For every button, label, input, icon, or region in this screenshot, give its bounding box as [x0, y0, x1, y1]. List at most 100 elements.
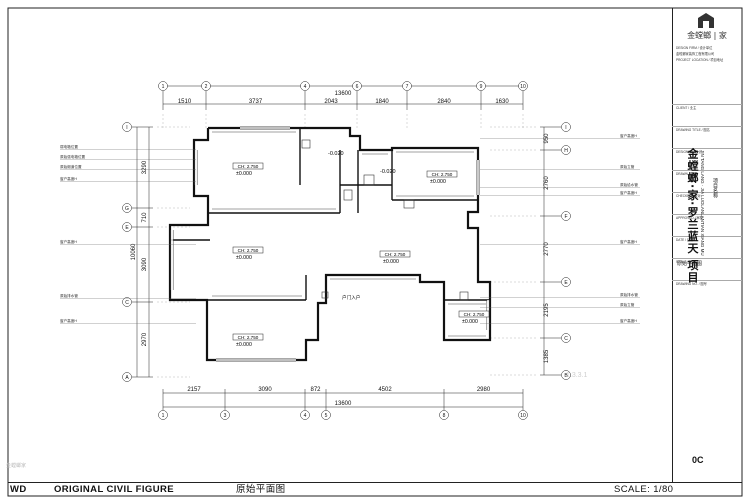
room-ceiling-height: CH: 2.750	[464, 312, 485, 317]
project-english: JIN TANG LANG · JIA LUOLANLANTIAN XIANG …	[700, 150, 705, 256]
title-block-divider	[672, 236, 742, 237]
grid-bubble-left	[122, 297, 132, 307]
grid-bubble-top	[402, 81, 412, 91]
room-ceiling-box	[232, 246, 264, 254]
grid-bubble-left	[122, 122, 132, 132]
title-block	[672, 8, 743, 482]
right-note: 窗户高度H	[620, 239, 637, 244]
left-note: 窗户高度H	[60, 176, 77, 181]
right-note: 窗户高度H	[620, 190, 637, 195]
dim-seg-bottom: 3090	[258, 387, 272, 393]
title-block-line: APPROVED / 审核	[676, 216, 703, 220]
title-block-line: 金螳螂家装饰工程有限公司	[676, 52, 715, 56]
grid-bubble-left	[122, 222, 132, 232]
room-ceiling-height: CH: 2.750	[385, 252, 406, 257]
dim-seg-bottom: 4502	[378, 387, 392, 393]
grid-label-right: H	[564, 148, 568, 154]
room-floor-level: ±0.000	[462, 319, 478, 325]
grid-bubble-right	[561, 211, 571, 221]
grid-label-bottom: 1	[162, 413, 165, 419]
project-sub: 项目名称	[712, 178, 718, 198]
project-name: 金螳螂·家·罗兰蓝天 项目	[686, 148, 699, 284]
title-block-divider	[672, 258, 742, 259]
room-ceiling-height: CH: 2.750	[238, 248, 259, 253]
dim-seg-left: 3290	[142, 160, 148, 174]
title-block-line: DRAWING NO. / 图号	[676, 282, 707, 286]
dim-seg-top: 1510	[178, 99, 192, 105]
footer-bar: WD ORIGINAL CIVIL FIGURE 原始平面图 SCALE: 1/…	[8, 482, 742, 497]
grid-bubble-top	[158, 81, 168, 91]
figure-title-cn: 原始平面图	[236, 484, 286, 495]
title-block-divider	[672, 126, 742, 127]
title-block-line: DRAWING TITLE / 图名	[676, 128, 710, 132]
left-note: 原始烟道位置	[60, 164, 82, 169]
dim-seg-left: 3090	[142, 257, 148, 271]
grid-bubble-top	[352, 81, 362, 91]
dim-seg-top: 1630	[495, 99, 509, 105]
grid-bubble-right	[561, 277, 571, 287]
grid-label-right: I	[565, 125, 566, 131]
grid-label-top: 10	[520, 84, 526, 90]
drawing-number: 0C	[692, 455, 704, 465]
grid-bubble-right	[561, 145, 571, 155]
grid-label-bottom: 10	[520, 413, 526, 419]
shaft	[403, 199, 415, 209]
grid-bubble-top	[300, 81, 310, 91]
grid-label-right: B	[564, 373, 568, 379]
exterior-wall	[168, 126, 492, 362]
room-floor-level: ±0.000	[430, 179, 446, 185]
dim-seg-bottom: 2980	[477, 387, 491, 393]
left-note: 原始强电箱位置	[60, 154, 86, 159]
grid-label-top: 4	[304, 84, 307, 90]
grid-label-right: C	[564, 336, 568, 342]
room-ceiling-box	[426, 170, 458, 178]
dim-seg-top: 1840	[375, 99, 389, 105]
shaft	[343, 189, 353, 201]
brand-logo-icon	[698, 13, 714, 28]
watermark: 金螳螂家	[6, 463, 27, 469]
room-ceiling-height: CH: 2.750	[238, 335, 259, 340]
title-block-line: CHECKED / 校对	[676, 194, 701, 198]
grid-label-top: 1	[162, 84, 165, 90]
dim-seg-top: 2043	[324, 99, 338, 105]
left-note: 窗户高度H	[60, 239, 77, 244]
grid-bubble-top	[518, 81, 528, 91]
room-ceiling-box	[232, 162, 264, 170]
grid-label-top: 2	[205, 84, 208, 90]
title-block-divider	[672, 170, 742, 171]
shaft	[301, 139, 311, 149]
grid-bubble-left	[122, 372, 132, 382]
room-ceiling-box	[458, 310, 490, 318]
left-note: 弱电箱位置	[60, 144, 78, 149]
dim-seg-bottom: 2157	[187, 387, 201, 393]
grid-bubble-bottom	[300, 410, 310, 420]
right-note: 原始排水管	[620, 292, 638, 297]
grid-bubble-top	[201, 81, 211, 91]
figure-title-en: ORIGINAL CIVIL FIGURE	[54, 484, 174, 495]
grid-label-right: E	[564, 280, 568, 286]
dim-seg-right: 1385	[544, 349, 550, 363]
revision-strip	[0, 0, 8, 500]
grid-bubble-bottom	[518, 410, 528, 420]
room-floor-level: ±0.000	[236, 255, 252, 261]
dim-seg-right: 2195	[544, 303, 550, 317]
room-ceiling-height: CH: 2.750	[238, 164, 259, 169]
dim-seg-bottom: 872	[310, 387, 321, 393]
room-ceiling-box	[232, 333, 264, 341]
grid-label-bottom: 3	[224, 413, 227, 419]
shaft	[363, 174, 375, 186]
right-note: 窗户高度H	[620, 133, 637, 138]
grid-label-left: C	[125, 300, 129, 306]
title-block-line: DESIGNED / 设计	[676, 150, 702, 154]
title-block-divider	[672, 192, 742, 193]
dim-seg-top: 3737	[249, 99, 263, 105]
dim-total-bottom: 13600	[335, 401, 352, 407]
room-floor-level: ±0.000	[236, 342, 252, 348]
room-floor-level: ±0.000	[383, 259, 399, 265]
grid-label-top: 9	[480, 84, 483, 90]
shaft	[459, 291, 469, 301]
drawing-title: 原始平面图	[677, 261, 703, 267]
room-ceiling-box	[379, 250, 411, 258]
grid-label-top: 6	[356, 84, 359, 90]
